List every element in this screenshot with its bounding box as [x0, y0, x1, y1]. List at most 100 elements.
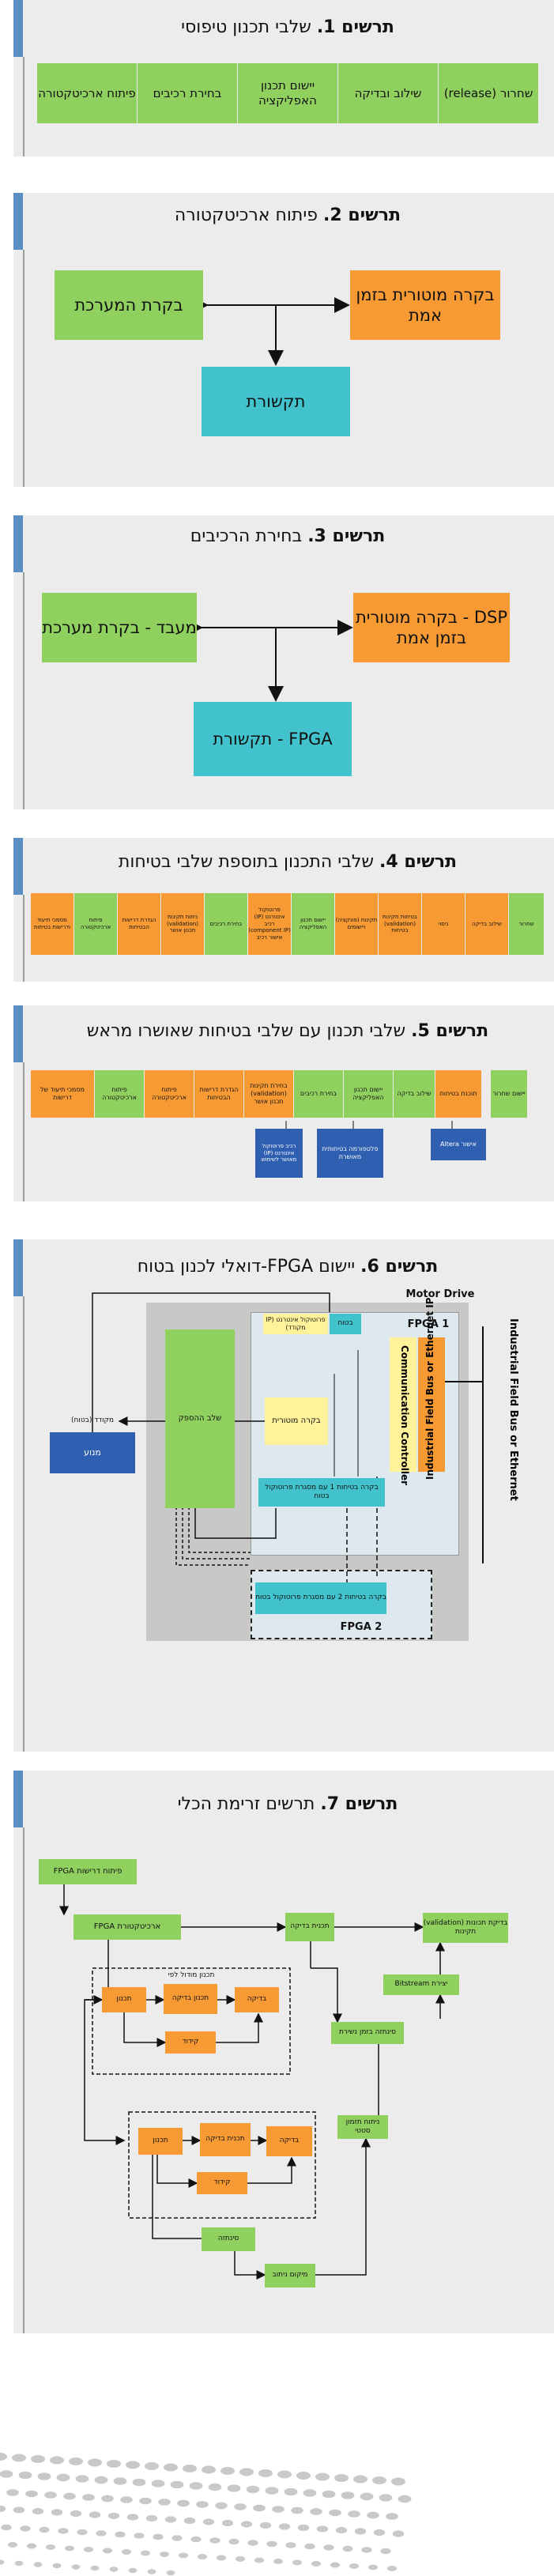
- decorative-dot: [278, 2523, 291, 2530]
- decorative-dot: [160, 2551, 169, 2557]
- fieldbus-ip-label: Industrial Field Bus or Ethernet IP: [424, 1297, 435, 1480]
- decorative-dot: [147, 2569, 156, 2574]
- step-requirements-docs: מסמכי תיעוד של דרישות: [31, 1070, 94, 1118]
- decorative-dot: [372, 2476, 386, 2484]
- step-ip-approval: פרוטוקול אינטרנט (IP) רכיב (component IP…: [248, 893, 291, 955]
- decorative-dot: [8, 2542, 17, 2548]
- step-design-validation: ניתוח תקינות (validation) תכנון אושר: [161, 893, 204, 955]
- step-architecture: פיתוח ארכיטקטורה: [37, 63, 137, 123]
- title-number: תרשים 5.: [411, 1021, 489, 1041]
- encoder-label: מקודד (בטוח): [70, 1416, 115, 1425]
- decorative-dot: [39, 2526, 50, 2533]
- figure-3-arrows: [187, 620, 353, 702]
- decorative-dot: [240, 2521, 253, 2528]
- safety-platform-box: פלטפורמה בטיחותית מאושרת: [317, 1129, 383, 1178]
- approved-ip-box: רכיב פרוטוקול אינטרנט (IP) מאושר לשימוש: [255, 1129, 303, 1178]
- decorative-dot: [6, 2489, 19, 2496]
- validation-box: בדיקת תכונות (validation) תקינות: [423, 1913, 508, 1943]
- decorative-dot: [13, 2506, 25, 2514]
- safety-control-2-box: בקרה בטיחות 2 עם מסגרת פרוטוקול בטוח: [255, 1582, 386, 1614]
- decorative-dot: [208, 2483, 222, 2491]
- step-architecture-b: פיתוח ארכיטקטורה: [145, 1070, 194, 1118]
- power-stage-box: שלב ההספק: [165, 1329, 235, 1508]
- step-application: יישום תכנון האפליקציה: [344, 1070, 393, 1118]
- decorative-dot: [391, 2477, 405, 2486]
- decorative-dot: [177, 2499, 190, 2507]
- decorative-dot: [153, 2533, 164, 2540]
- decorative-dot: [292, 2559, 302, 2566]
- decorative-dot: [77, 2529, 88, 2536]
- title-text: פיתוח ארכיטקטורה: [174, 206, 323, 225]
- decorative-dot: [367, 2511, 379, 2519]
- panel-divider: [23, 1062, 24, 1201]
- step-safety-reqs: הגדרת דרישות הבטיחות: [194, 1070, 243, 1118]
- step-integration: שילוב בדיקה: [465, 893, 508, 955]
- panel-accent: [13, 1005, 23, 1062]
- title-number: תרשים 2.: [322, 206, 401, 225]
- decorative-dot: [284, 2487, 298, 2496]
- figure-5-title: תרשים 5. שלבי תכנון עם שלבי בטיחות שאושר…: [37, 1021, 538, 1041]
- step-components: בחירת רכיבים: [138, 63, 237, 123]
- module-label: תכנון מודול לפי: [168, 1971, 215, 1980]
- figure-6-panel: תרשים 6. יישום FPGA-דואלי לכנון בטוח Mot…: [13, 1239, 554, 1752]
- decorative-dot: [0, 2470, 13, 2478]
- step-integration: שילוב ובדיקה: [338, 63, 438, 123]
- panel-accent: [13, 1771, 23, 1827]
- communications-box: תקשורת: [202, 367, 350, 436]
- figure-1-panel: תרשים 1. שלבי תכנון טיפוסי פיתוח ארכיטקט…: [13, 0, 554, 157]
- decorative-dot: [373, 2529, 386, 2536]
- decorative-dot: [46, 2544, 55, 2550]
- decorative-dot: [69, 2457, 83, 2465]
- safety-box: בטוח: [330, 1314, 361, 1334]
- figure-2-title: תרשים 2. פיתוח ארכיטקטורה: [37, 206, 538, 225]
- decorative-dot: [334, 2474, 349, 2482]
- decorative-dot: [103, 2548, 112, 2554]
- decorative-dot: [115, 2531, 126, 2538]
- decorative-dot: [0, 2505, 6, 2513]
- decorative-dot: [380, 2548, 391, 2555]
- figure-5-panel: תרשים 5. שלבי תכנון עם שלבי בטיחות שאושר…: [13, 1005, 554, 1201]
- decorative-dot: [209, 2537, 220, 2544]
- decorative-dot: [198, 2554, 207, 2559]
- design-box: תכנון: [102, 1987, 146, 2012]
- step-components: בחירת רכיבים: [294, 1070, 343, 1118]
- decorative-dot: [0, 2453, 7, 2461]
- step-test: ניסוי: [422, 893, 465, 955]
- decorative-dot: [246, 2485, 260, 2494]
- step-release: שחרור (release): [439, 63, 538, 123]
- decorative-dot: [354, 2528, 367, 2535]
- decorative-dot: [398, 2495, 412, 2503]
- comm-controller-box: [390, 1337, 416, 1472]
- motor-box: מנוע: [50, 1432, 135, 1473]
- decorative-dot: [272, 2506, 285, 2513]
- figure-7-panel: תרשים 7. תרשים זרימת הכלי פיתוח דרישות F…: [13, 1771, 554, 2333]
- decorative-dot: [51, 2509, 63, 2516]
- decorative-dot: [56, 2473, 70, 2482]
- fpga1-label: FPGA 1: [407, 1318, 450, 1330]
- decorative-dot: [217, 2555, 226, 2561]
- decorative-dot: [14, 2560, 24, 2567]
- decorative-dot: [323, 2544, 334, 2551]
- processor-box: מעבד - בקרת מערכת: [42, 593, 197, 662]
- figure-1-title: תרשים 1. שלבי תכנון טיפוסי: [37, 17, 538, 37]
- decorative-dot: [141, 2550, 150, 2556]
- decorative-dot: [96, 2530, 107, 2536]
- decorative-dot: [44, 2491, 57, 2499]
- decorative-dot: [58, 2528, 69, 2534]
- figure-2-arrows: [193, 297, 350, 366]
- decorative-dot: [253, 2504, 266, 2512]
- title-text: בחירת הרכיבים: [190, 526, 308, 546]
- decorative-dot: [170, 2480, 184, 2489]
- decorative-dot: [20, 2525, 31, 2532]
- decorative-dot: [71, 2564, 81, 2570]
- decorative-dot: [109, 2567, 119, 2572]
- step-safety-reqs: הגדרת דרישות הבטיחות: [118, 893, 160, 955]
- decorative-dot: [190, 2536, 202, 2543]
- figure-7-flow: [59, 1884, 445, 2280]
- decorative-dot: [368, 2564, 378, 2570]
- title-text: שלבי תכנון עם שלבי בטיחות שאושרו מראש: [86, 1021, 412, 1041]
- decorative-dot: [202, 2465, 216, 2474]
- decorative-dot: [132, 2478, 146, 2487]
- step-architecture: פיתוח ארכיטקטורה: [74, 893, 117, 955]
- decorative-dot: [304, 2543, 315, 2550]
